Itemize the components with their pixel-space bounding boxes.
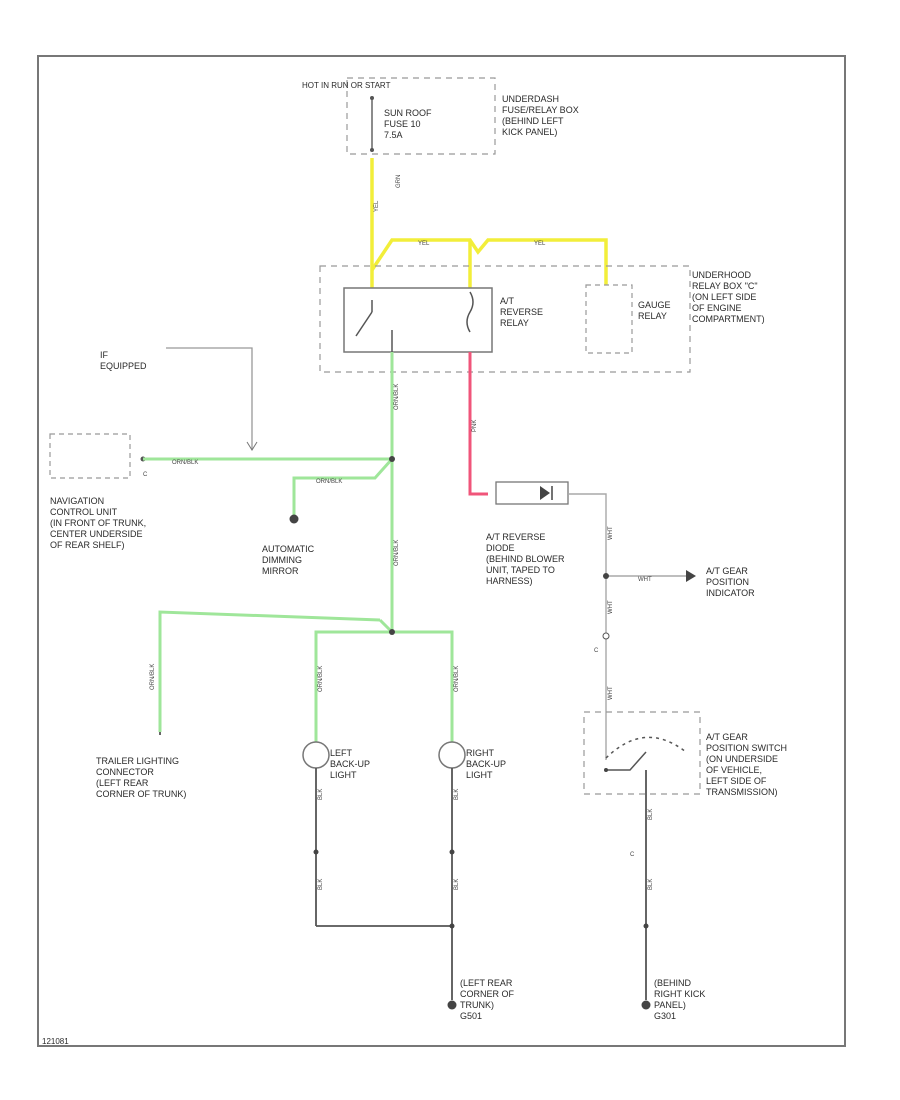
auto-dimming-mirror-label: AUTOMATIC DIMMING MIRROR [262,544,315,576]
right-backup-light-label: RIGHT BACK-UP LIGHT [466,748,507,780]
at-reverse-diode-label: A/T REVERSE DIODE (BEHIND BLOWER UNIT, T… [486,532,565,586]
wire-label-yel: YEL [374,200,380,212]
gear-position-indicator-arrow [686,570,696,582]
wire-label-orn-blk: ORN/BLK [172,460,199,466]
wire-label-orn-blk: ORN/BLK [394,383,400,410]
if-equipped-label: IF EQUIPPED [100,350,147,371]
gauge-relay [585,284,633,354]
wire-label-yel: YEL [418,241,430,247]
pnk-wire [468,352,488,496]
navigation-control-unit [49,433,131,479]
wire-label-orn-blk: ORN/BLK [150,663,156,690]
wire-label-blk: BLK [318,788,324,800]
g501-ground [447,1000,457,1010]
wire-label-blk: BLK [454,788,460,800]
gear-position-switch-label: A/T GEAR POSITION SWITCH (ON UNDERSIDE O… [706,732,787,797]
underhood-relay-box [319,265,691,373]
yel-wires [370,158,608,288]
wire-label-blk: BLK [318,878,324,890]
g301-ground [641,1000,651,1010]
wire-label-orn-blk: ORN/BLK [454,665,460,692]
figure-id: 121081 [42,1037,69,1046]
wire-label-wht: WHT [608,686,614,700]
wire-label-blk: BLK [648,878,654,890]
trailer-connector-label: TRAILER LIGHTING CONNECTOR (LEFT REAR CO… [96,756,187,799]
if-equipped-wire [166,347,253,450]
underdash-box-label: UNDERDASH FUSE/RELAY BOX (BEHIND LEFT KI… [502,94,579,137]
right-backup-light-bulb [438,741,466,769]
navigation-unit-label: NAVIGATION CONTROL UNIT (IN FRONT OF TRU… [50,496,147,550]
at-gear-position-switch [583,711,701,795]
wire-label-orn-blk: ORN/BLK [394,539,400,566]
gauge-relay-label: GAUGE RELAY [638,300,671,321]
gear-position-indicator-label: A/T GEAR POSITION INDICATOR [706,566,755,598]
left-rear-ground-label: (LEFT REAR CORNER OF TRUNK) G501 [460,978,514,1021]
wire-label-orn-blk: ORN/BLK [318,665,324,692]
left-backup-light-label: LEFT BACK-UP LIGHT [330,748,371,780]
orn-blk-wires [143,352,454,742]
wire-label-wht: WHT [608,600,614,614]
diagram-frame [37,55,846,1047]
wht-wires [568,493,690,760]
wire-label-yel: YEL [534,241,546,247]
right-kick-ground-label: (BEHIND RIGHT KICK PANEL) G301 [654,978,706,1021]
connector-label-c: C [630,852,635,858]
wire-label-blk: BLK [454,878,460,890]
hot-in-run-start-label: HOT IN RUN OR START [302,81,391,90]
wire-label-blk: BLK [648,808,654,820]
wire-label-orn-blk: ORN/BLK [316,479,343,485]
wire-label-wht: WHT [638,577,652,583]
connector-label-c: C [594,648,599,654]
at-reverse-diode [495,481,569,505]
sunroof-fuse-label: SUN ROOF FUSE 10 7.5A [384,108,432,140]
wire-label-pnk: PNK [472,419,478,432]
at-reverse-relay-label: A/T REVERSE RELAY [500,296,544,328]
wire-label-wht: WHT [608,526,614,540]
blk-wires [159,732,647,1000]
at-reverse-relay [343,287,493,353]
underhood-box-label: UNDERHOOD RELAY BOX "C" (ON LEFT SIDE OF… [692,270,765,324]
underdash-fuse-box [346,77,496,155]
connector-label-c: C [143,472,148,478]
wire-label-grn: GRN [396,174,402,188]
left-backup-light-bulb [302,741,330,769]
